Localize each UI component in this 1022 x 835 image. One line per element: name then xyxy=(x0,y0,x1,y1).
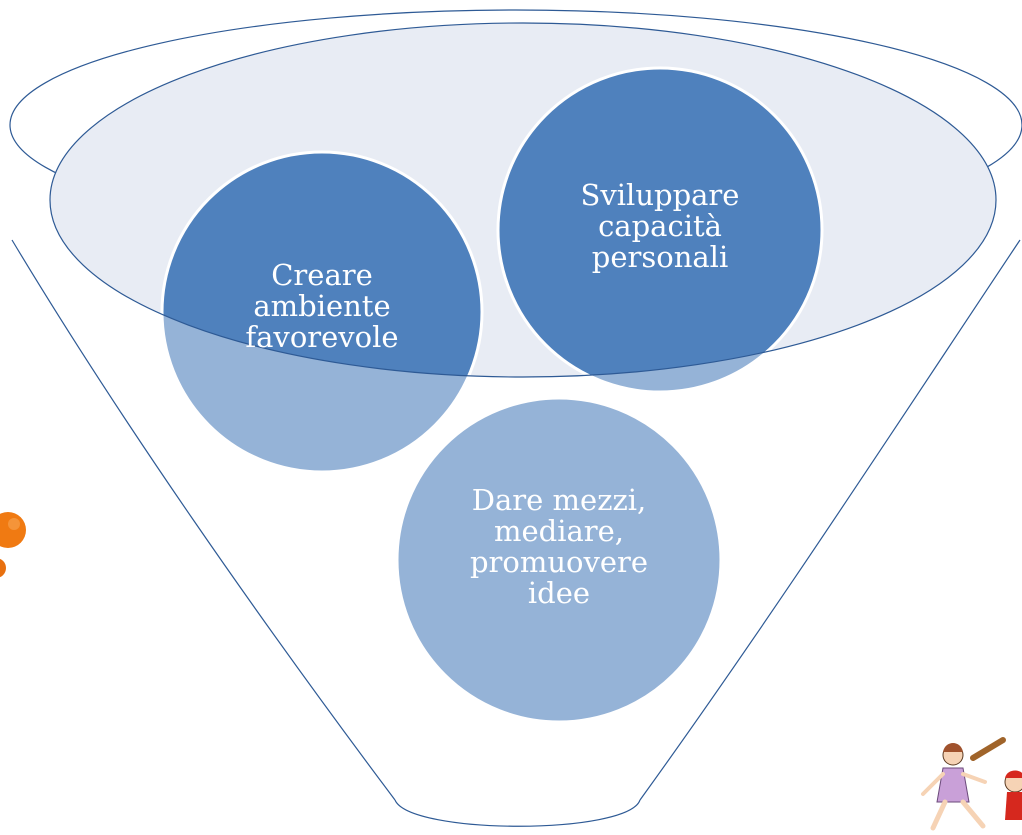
children-playing-illustration xyxy=(921,737,1022,831)
funnel-bottom xyxy=(394,799,641,827)
circle-label-line: capacità xyxy=(598,209,722,243)
circle-label-line: personali xyxy=(592,240,728,274)
orange-fruit-icon xyxy=(0,512,26,578)
circle-dare-outer xyxy=(395,396,723,724)
circle-label-line: Sviluppare xyxy=(581,178,740,212)
funnel-left-side xyxy=(11,239,396,801)
circle-label-line: Creare xyxy=(271,258,373,292)
circles-upper-layer xyxy=(160,66,824,377)
funnel-right-side xyxy=(639,239,1021,801)
circle-label-line: mediare, xyxy=(494,514,624,548)
circle-label-line: ambiente xyxy=(253,289,390,323)
circle-label-line: Dare mezzi, xyxy=(472,483,647,517)
circle-label-line: promuovere xyxy=(470,545,648,579)
circle-label-line: idee xyxy=(528,576,590,610)
circle-sviluppare-inner xyxy=(496,66,824,377)
circle-creare-inner xyxy=(160,150,484,377)
inner-ellipse-outline xyxy=(49,22,997,378)
circle-label-line: favorevole xyxy=(245,320,398,354)
